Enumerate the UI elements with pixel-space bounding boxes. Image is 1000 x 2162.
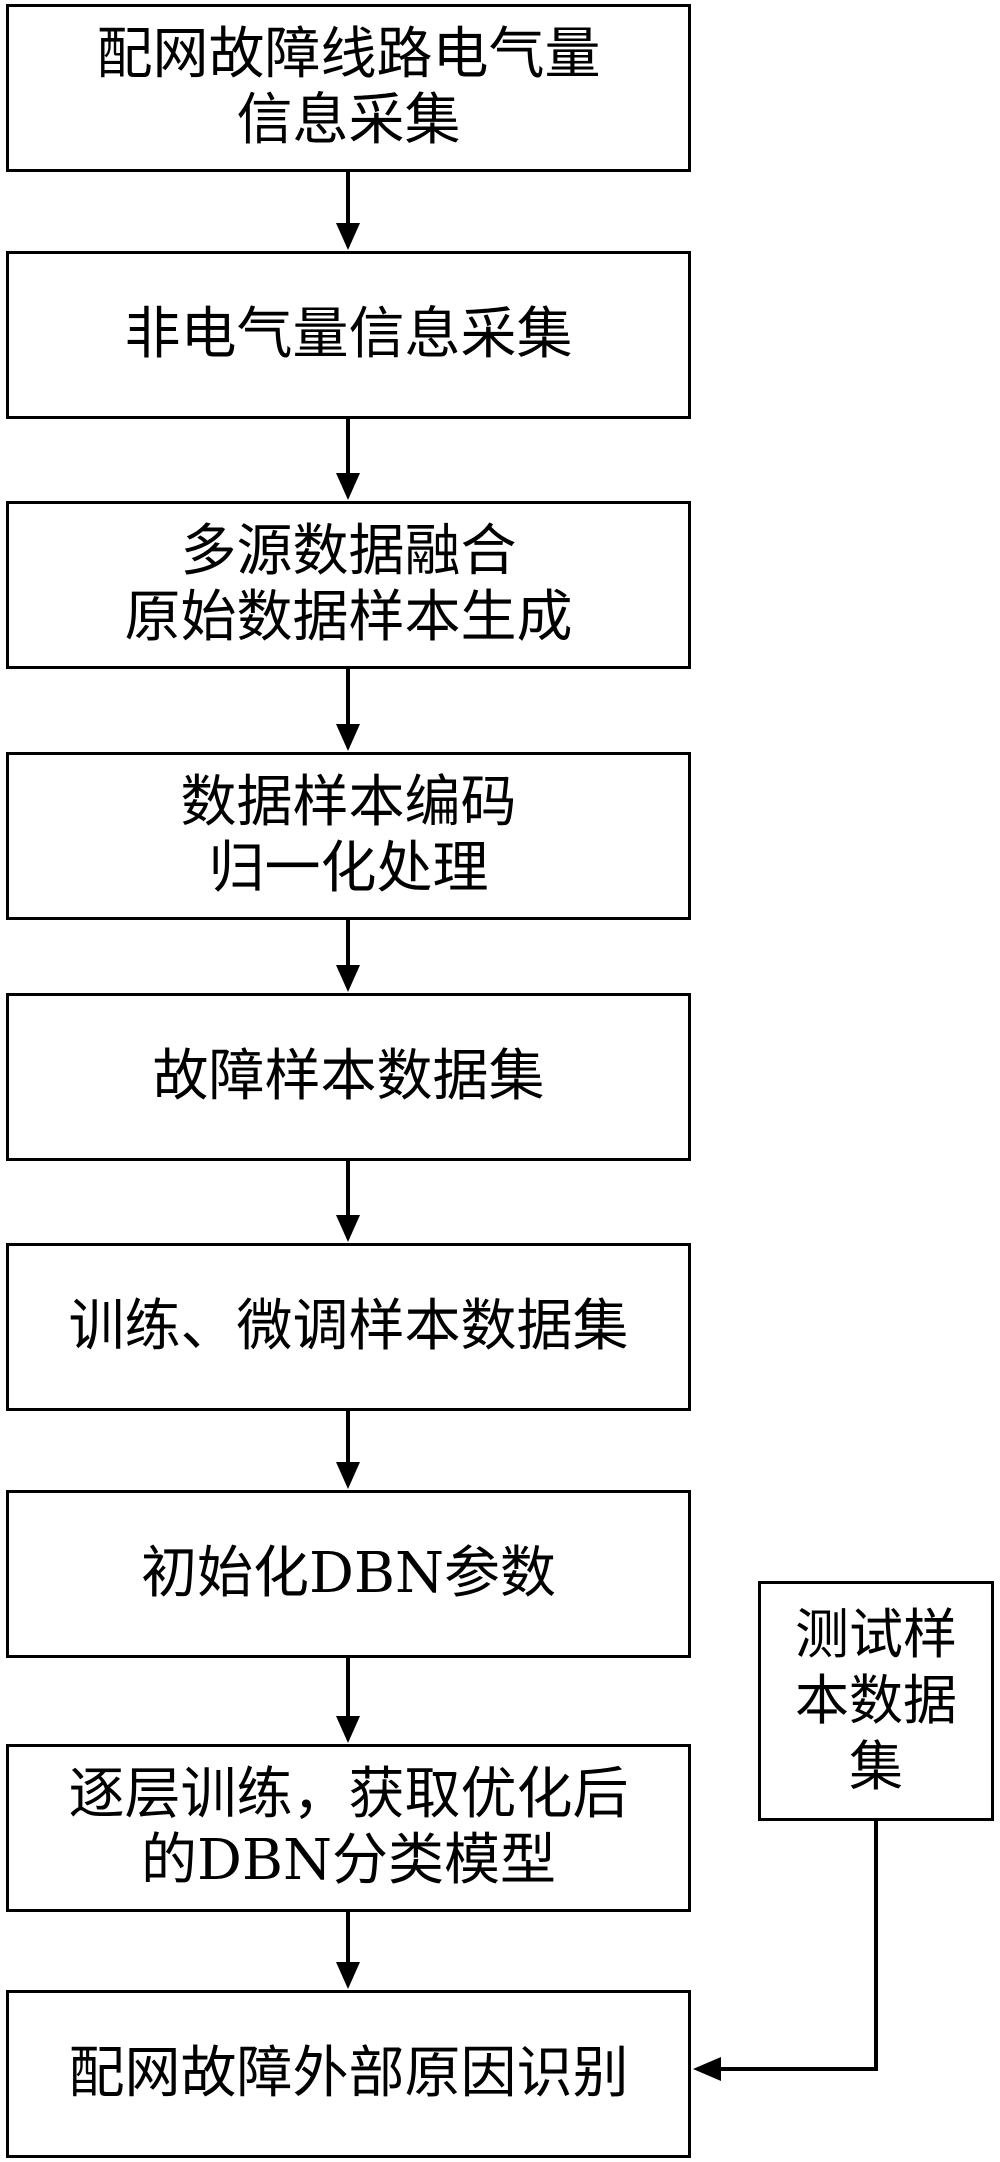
step-sample-encoding: 数据样本编码 归一化处理 xyxy=(6,752,691,920)
step-text-line: 逐层训练，获取优化后 xyxy=(68,1761,629,1827)
step-layerwise-training: 逐层训练，获取优化后 的DBN分类模型 xyxy=(6,1744,691,1912)
test-data-connector-line xyxy=(719,1821,878,2071)
step-text-line: 数据样本编码 xyxy=(180,769,517,835)
step-init-dbn-params: 初始化DBN参数 xyxy=(6,1490,691,1658)
step-text-line: 配网故障外部原因识别 xyxy=(68,2040,629,2106)
side-text-line: 集 xyxy=(849,1734,903,1798)
arrow-head-icon xyxy=(336,223,360,250)
step-text-line: 多源数据融合 xyxy=(180,518,517,584)
step-text-line: 初始化DBN参数 xyxy=(140,1540,557,1606)
arrow-head-icon xyxy=(693,2057,721,2081)
step-text-line: 归一化处理 xyxy=(208,836,489,901)
arrow-head-icon xyxy=(336,473,360,500)
step-text-line: 非电气量信息采集 xyxy=(124,301,573,367)
arrow-head-icon xyxy=(336,1716,360,1743)
step-text-line: 信息采集 xyxy=(236,88,461,153)
side-test-sample-dataset: 测试样 本数据 集 xyxy=(758,1581,994,1821)
step-multi-source-fusion: 多源数据融合 原始数据样本生成 xyxy=(6,501,691,669)
arrow-head-icon xyxy=(336,1962,360,1989)
side-text-line: 本数据 xyxy=(795,1669,957,1733)
arrow-head-icon xyxy=(336,965,360,992)
side-text-line: 测试样 xyxy=(795,1603,957,1667)
arrow-head-icon xyxy=(336,724,360,751)
step-electrical-data-collection: 配网故障线路电气量 信息采集 xyxy=(6,4,691,172)
step-text-line: 原始数据样本生成 xyxy=(124,585,573,650)
arrow-head-icon xyxy=(336,1215,360,1242)
step-fault-cause-identification: 配网故障外部原因识别 xyxy=(6,1990,691,2158)
step-train-finetune-dataset: 训练、微调样本数据集 xyxy=(6,1243,691,1411)
step-text-line: 的DBN分类模型 xyxy=(140,1828,557,1893)
step-text-line: 故障样本数据集 xyxy=(152,1043,545,1109)
step-text-line: 训练、微调样本数据集 xyxy=(68,1293,629,1359)
step-fault-sample-dataset: 故障样本数据集 xyxy=(6,993,691,1161)
step-non-electrical-data-collection: 非电气量信息采集 xyxy=(6,251,691,419)
step-text-line: 配网故障线路电气量 xyxy=(96,21,601,87)
arrow-head-icon xyxy=(336,1462,360,1489)
